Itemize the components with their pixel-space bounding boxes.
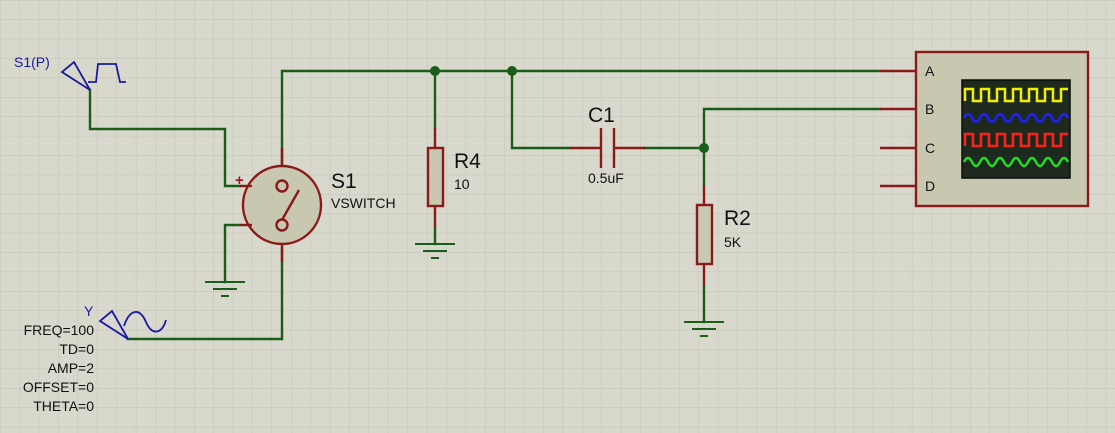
component-value: 0.5uF: [588, 170, 624, 186]
component-value: 10: [454, 176, 470, 192]
scope-trace-square-icon: [963, 87, 1068, 103]
generator-param: OFFSET=0: [23, 379, 94, 395]
component-ref: C1: [588, 104, 615, 127]
scope-trace-sine-icon: [962, 156, 1070, 168]
scope-channel-label: A: [925, 63, 935, 79]
sine-waveform-icon: [123, 311, 167, 333]
scope-channel-label: B: [925, 101, 934, 117]
switch-contact-icon: [275, 179, 289, 193]
generator-y-label: Y: [84, 303, 94, 319]
component-s1-vswitch[interactable]: + S1 VSWITCH: [235, 148, 396, 262]
ground-symbol[interactable]: [684, 321, 724, 337]
scope-trace-sine-icon: [962, 112, 1070, 124]
component-r4[interactable]: R4 10: [426, 128, 481, 227]
component-value: VSWITCH: [331, 195, 396, 211]
generator-param: AMP=2: [48, 360, 95, 376]
ground-symbol[interactable]: [205, 281, 245, 297]
wire-node-to-scope-b[interactable]: [702, 107, 882, 150]
junction-dot: [430, 66, 440, 76]
scope-channel-label: C: [925, 140, 935, 156]
generator-param: THETA=0: [33, 398, 94, 414]
wire-switch-to-ground[interactable]: [223, 223, 242, 284]
generator-param: FREQ=100: [24, 322, 95, 338]
switch-body: [241, 164, 323, 246]
switch-lever-icon: [280, 189, 301, 221]
wire-top-rail[interactable]: [280, 69, 882, 166]
generator-s1p-label: S1(P): [14, 54, 50, 70]
oscilloscope[interactable]: A B C D: [880, 50, 1090, 208]
generator-s1p[interactable]: S1(P): [14, 54, 126, 91]
pulse-waveform-icon: [88, 63, 126, 83]
junction-dot: [507, 66, 517, 76]
resistor-body: [695, 203, 714, 266]
generator-flag-icon: [60, 60, 91, 91]
junctions: [430, 66, 709, 153]
generator-flag-icon: [98, 309, 129, 340]
component-value: 5K: [724, 234, 742, 250]
component-ref: S1: [331, 170, 357, 193]
generator-y-params: FREQ=100 TD=0 AMP=2 OFFSET=0 THETA=0: [23, 322, 94, 414]
component-r2[interactable]: R2 5K: [695, 185, 751, 285]
generator-y[interactable]: Y FREQ=100 TD=0 AMP=2 OFFSET=0 THETA=0: [23, 303, 167, 414]
component-c1[interactable]: C1 0.5uF: [570, 104, 645, 186]
wires: [88, 69, 882, 341]
scope-channel-label: D: [925, 178, 935, 194]
component-ref: R2: [724, 207, 751, 230]
resistor-body: [426, 146, 445, 208]
wire-to-c1[interactable]: [510, 69, 572, 150]
junction-dot: [699, 143, 709, 153]
generator-param: TD=0: [59, 341, 94, 357]
wire-s1p-to-switch[interactable]: [88, 88, 242, 188]
scope-trace-square-icon: [963, 132, 1068, 148]
scope-channel-labels: A B C D: [925, 63, 935, 194]
switch-plus-sign: +: [235, 172, 244, 189]
component-ref: R4: [454, 150, 481, 173]
wire-y-to-switch[interactable]: [126, 246, 284, 341]
ground-symbol[interactable]: [415, 243, 455, 259]
